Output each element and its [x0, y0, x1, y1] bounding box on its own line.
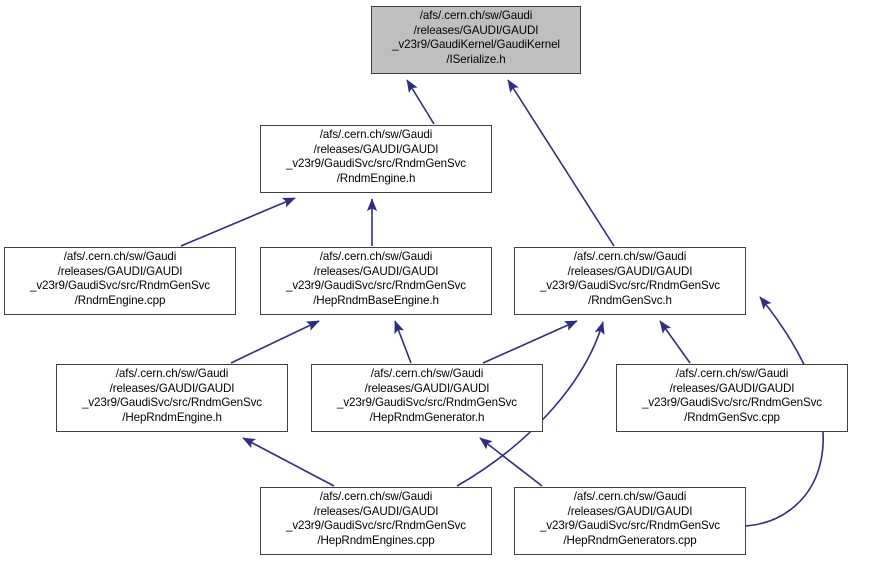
- graph-edge: [659, 320, 691, 364]
- graph-node-label: /afs/.cern.ch/sw/Gaudi /releases/GAUDI/G…: [286, 250, 466, 307]
- graph-node-iserialize[interactable]: /afs/.cern.ch/sw/Gaudi /releases/GAUDI/G…: [371, 6, 581, 74]
- graph-node-rndmgensvc_cpp[interactable]: /afs/.cern.ch/sw/Gaudi /releases/GAUDI/G…: [616, 364, 848, 432]
- graph-node-label: /afs/.cern.ch/sw/Gaudi /releases/GAUDI/G…: [392, 9, 560, 66]
- graph-edge: [242, 437, 335, 487]
- graph-node-hepengine_h[interactable]: /afs/.cern.ch/sw/Gaudi /releases/GAUDI/G…: [56, 364, 288, 432]
- graph-node-label: /afs/.cern.ch/sw/Gaudi /releases/GAUDI/G…: [30, 250, 210, 307]
- graph-edge: [479, 437, 543, 487]
- graph-node-label: /afs/.cern.ch/sw/Gaudi /releases/GAUDI/G…: [337, 367, 517, 424]
- graph-node-hepengines_cpp[interactable]: /afs/.cern.ch/sw/Gaudi /releases/GAUDI/G…: [260, 487, 492, 555]
- graph-edge: [394, 320, 412, 364]
- graph-node-hepgenerator_h[interactable]: /afs/.cern.ch/sw/Gaudi /releases/GAUDI/G…: [311, 364, 543, 432]
- graph-node-label: /afs/.cern.ch/sw/Gaudi /releases/GAUDI/G…: [540, 490, 720, 547]
- graph-edge: [180, 197, 296, 247]
- graph-node-hepbase_h[interactable]: /afs/.cern.ch/sw/Gaudi /releases/GAUDI/G…: [260, 247, 492, 315]
- graph-node-hepgenerators_cpp[interactable]: /afs/.cern.ch/sw/Gaudi /releases/GAUDI/G…: [514, 487, 746, 555]
- graph-node-label: /afs/.cern.ch/sw/Gaudi /releases/GAUDI/G…: [286, 128, 466, 185]
- graph-node-label: /afs/.cern.ch/sw/Gaudi /releases/GAUDI/G…: [286, 490, 466, 547]
- graph-edge: [482, 320, 578, 364]
- graph-node-rndmengine_cpp[interactable]: /afs/.cern.ch/sw/Gaudi /releases/GAUDI/G…: [4, 247, 236, 315]
- graph-node-rndmengine_h[interactable]: /afs/.cern.ch/sw/Gaudi /releases/GAUDI/G…: [260, 125, 492, 193]
- graph-edge: [406, 79, 435, 125]
- graph-node-rndmgensvc_h[interactable]: /afs/.cern.ch/sw/Gaudi /releases/GAUDI/G…: [514, 247, 746, 315]
- graph-edge: [507, 79, 615, 247]
- graph-node-label: /afs/.cern.ch/sw/Gaudi /releases/GAUDI/G…: [540, 250, 720, 307]
- graph-edge: [230, 320, 320, 364]
- graph-node-label: /afs/.cern.ch/sw/Gaudi /releases/GAUDI/G…: [82, 367, 262, 424]
- graph-node-label: /afs/.cern.ch/sw/Gaudi /releases/GAUDI/G…: [642, 367, 822, 424]
